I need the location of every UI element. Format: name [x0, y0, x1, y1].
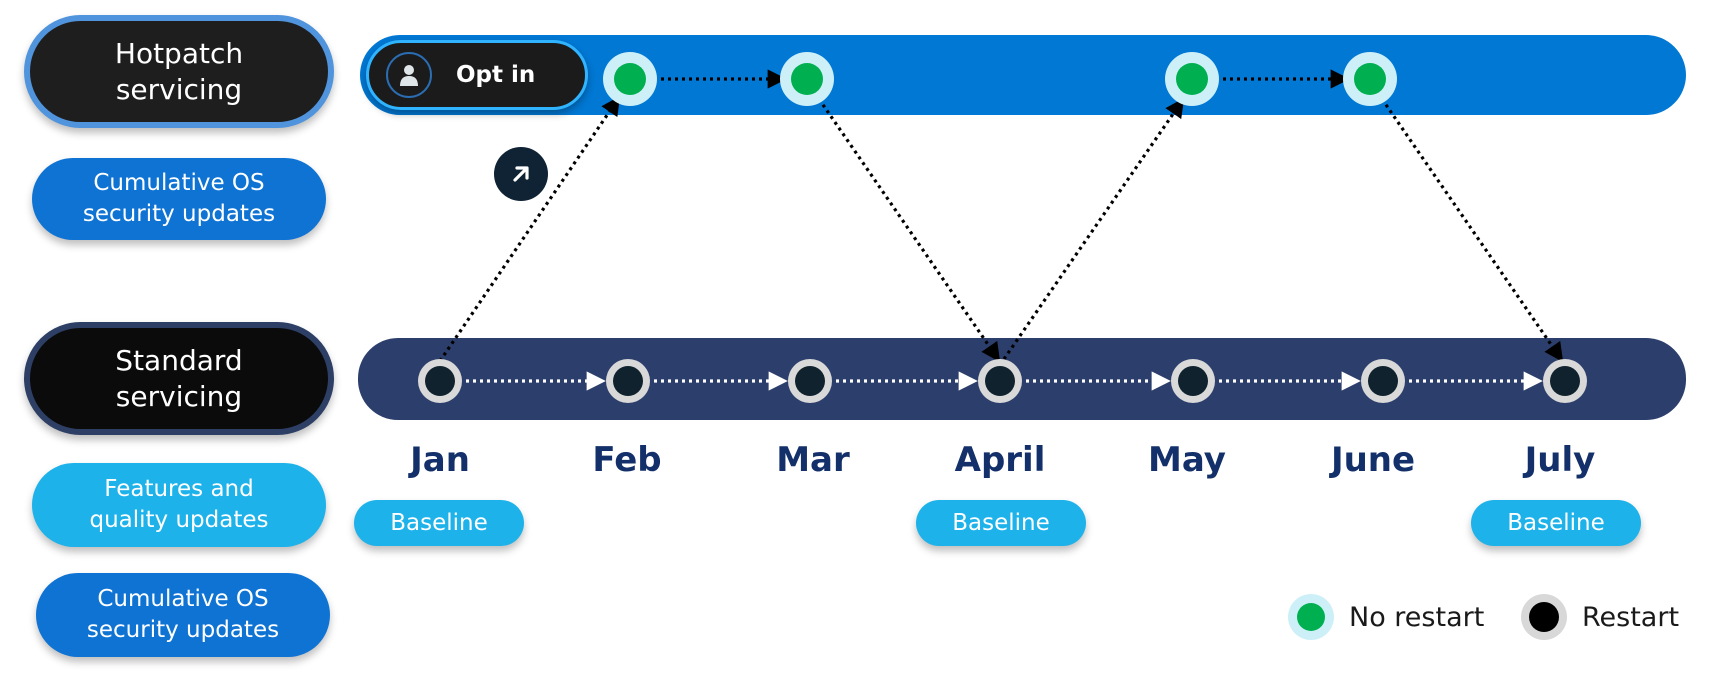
legend-restart-label: Restart [1582, 601, 1680, 633]
no-restart-node-june [1343, 52, 1397, 106]
restart-node-jan [418, 359, 462, 403]
restart-node-july [1543, 359, 1587, 403]
month-label-april: April [954, 440, 1046, 480]
no-restart-node-icon [1288, 594, 1334, 640]
restart-node-june [1361, 359, 1405, 403]
month-label-may: May [1148, 440, 1226, 480]
restart-node-mar [788, 359, 832, 403]
legend-no-restart: No restart [1287, 593, 1484, 641]
restart-node-april [978, 359, 1022, 403]
user-icon [386, 52, 432, 98]
no-restart-node-feb [603, 52, 657, 106]
arrow-up-right-icon [494, 147, 548, 201]
hotpatch-cumulative-updates-label: Cumulative OS security updates [32, 158, 326, 240]
month-label-june: June [1330, 440, 1416, 480]
opt-in-label: Opt in [456, 62, 536, 88]
restart-node-may [1171, 359, 1215, 403]
month-label-july: July [1524, 440, 1596, 480]
opt-in-button[interactable]: Opt in [366, 40, 588, 110]
no-restart-node-may [1165, 52, 1219, 106]
diagonal-jan-to-feb [438, 95, 621, 362]
diagonal-mar-to-april [817, 98, 1001, 363]
legend-restart: Restart [1520, 593, 1679, 641]
month-label-mar: Mar [776, 440, 850, 480]
restart-node-feb [606, 359, 650, 403]
month-label-feb: Feb [592, 440, 662, 480]
standard-track [358, 338, 1686, 420]
standard-cumulative-updates-label: Cumulative OS security updates [36, 573, 330, 657]
diagonal-april-to-may [1002, 97, 1185, 360]
restart-node-icon [1521, 594, 1567, 640]
baseline-badge-july: Baseline [1471, 500, 1641, 546]
features-quality-updates-label: Features and quality updates [32, 463, 326, 547]
month-label-jan: Jan [410, 440, 470, 480]
standard-servicing-label: Standard servicing [24, 322, 334, 435]
baseline-badge-april: Baseline [916, 500, 1086, 546]
baseline-badge-jan: Baseline [354, 500, 524, 546]
diagonal-june-to-july [1380, 98, 1564, 363]
legend-no-restart-label: No restart [1349, 601, 1485, 633]
no-restart-node-mar [780, 52, 834, 106]
hotpatch-servicing-label: Hotpatch servicing [24, 15, 334, 128]
